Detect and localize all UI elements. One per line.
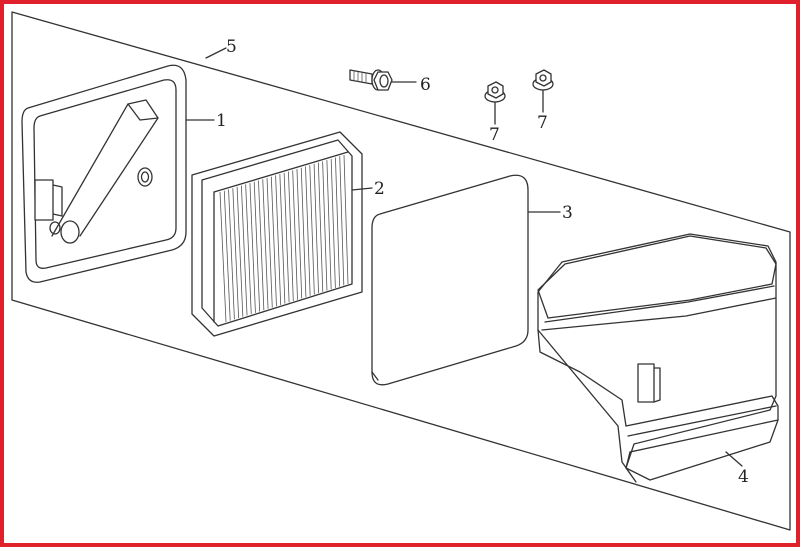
- callout-4: 4: [738, 467, 749, 487]
- pleat-line: [236, 186, 244, 317]
- assembly-boundary: [11, 11, 791, 531]
- callout-7-right: 7: [537, 113, 548, 133]
- pleat-line: [335, 157, 340, 287]
- pleat-line: [279, 174, 286, 304]
- leader-4: [725, 451, 743, 467]
- pleat-line: [283, 172, 290, 303]
- pleat-line: [288, 171, 294, 302]
- part-7-flange-nut-left: [484, 81, 506, 103]
- part-6-flange-bolt: [349, 69, 393, 91]
- pleat-line: [270, 176, 277, 307]
- filter-pleats: [219, 154, 349, 323]
- part-2-paper-filter: [191, 131, 363, 337]
- pleat-line: [232, 188, 240, 319]
- callout-6: 6: [420, 75, 431, 95]
- pleat-line: [266, 177, 273, 308]
- callout-2: 2: [374, 179, 385, 199]
- pleat-line: [305, 166, 311, 296]
- callout-3: 3: [562, 203, 573, 223]
- part-7-flange-nut-right: [532, 69, 554, 91]
- callout-7-left: 7: [489, 125, 500, 145]
- pleat-line: [326, 160, 332, 290]
- pleat-line: [262, 179, 269, 309]
- pleat-line: [253, 181, 261, 312]
- pleat-line: [249, 183, 256, 313]
- part-1-filter-base: [21, 64, 187, 283]
- part-3-foam-prefilter: [371, 174, 529, 386]
- pleat-line: [300, 167, 307, 298]
- pleat-line: [258, 180, 265, 311]
- pleat-line: [317, 162, 324, 292]
- callout-5: 5: [226, 37, 237, 57]
- pleat-line: [275, 175, 282, 305]
- pleat-line: [309, 165, 315, 295]
- pleat-line: [228, 189, 235, 320]
- callout-1: 1: [216, 111, 227, 131]
- pleat-line: [245, 184, 252, 315]
- pleat-line: [292, 170, 298, 300]
- leader-2: [351, 187, 373, 191]
- part-4-filter-cover: [537, 233, 779, 483]
- leader-5: [205, 47, 227, 59]
- pleat-line: [313, 163, 319, 294]
- pleat-line: [240, 185, 248, 316]
- pleat-line: [343, 154, 349, 285]
- pleat-line: [296, 169, 303, 299]
- pleat-line: [223, 190, 231, 321]
- pleat-line: [339, 156, 345, 286]
- pleat-line: [219, 191, 227, 323]
- pleat-line: [330, 158, 336, 288]
- pleat-line: [322, 161, 328, 291]
